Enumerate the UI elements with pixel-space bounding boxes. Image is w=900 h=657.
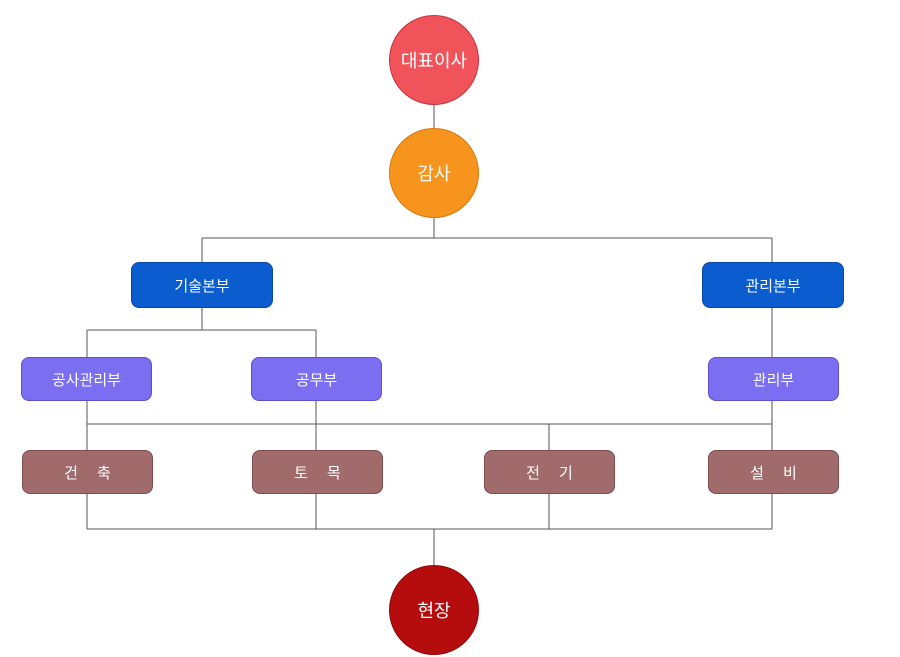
site-node: 현장 bbox=[389, 565, 479, 655]
construction-mgmt-dept-node: 공사관리부 bbox=[21, 357, 152, 401]
architecture-team-node: 건 축 bbox=[22, 450, 153, 494]
ceo-node: 대표이사 bbox=[389, 15, 479, 105]
admin-hq-node: 관리본부 bbox=[702, 262, 844, 308]
admin-dept-node: 관리부 bbox=[708, 357, 839, 401]
audit-node: 감사 bbox=[389, 128, 479, 218]
civil-team-node: 토 목 bbox=[252, 450, 383, 494]
works-dept-node: 공무부 bbox=[251, 357, 382, 401]
electrical-team-node: 전 기 bbox=[484, 450, 615, 494]
equipment-team-node: 설 비 bbox=[708, 450, 839, 494]
tech-hq-node: 기술본부 bbox=[131, 262, 273, 308]
